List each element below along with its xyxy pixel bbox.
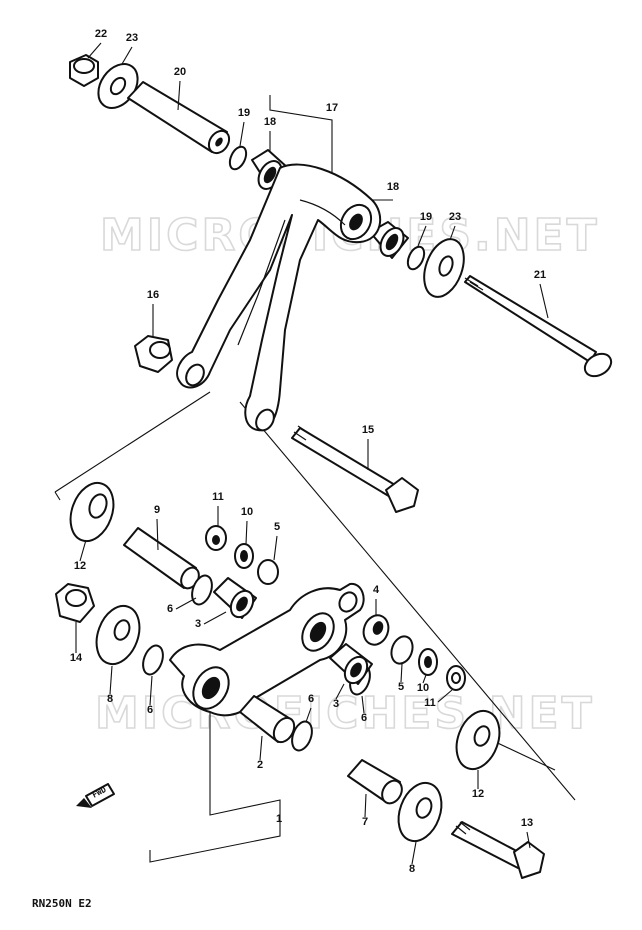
callout-c21: 21 [534,269,546,281]
callout-c13: 13 [521,817,533,829]
callout-c16: 16 [147,289,159,301]
callout-c12a: 12 [74,560,86,572]
watermark-bottom: MICROFICHES.NET [95,688,595,739]
callout-c11b: 11 [424,697,436,709]
callout-c19b: 19 [420,211,432,223]
callout-c7: 7 [362,816,368,828]
sleeve-part-2 [239,695,296,744]
callout-c2: 2 [257,759,263,771]
bolt-part-13 [451,821,545,879]
callout-c3b: 3 [333,698,339,710]
callout-c10a: 10 [241,506,253,518]
callout-c3a: 3 [195,618,201,630]
callout-c9: 9 [154,504,160,516]
collar-part-4 [362,614,390,646]
bolt-part-21 [464,275,613,378]
callout-c8b: 8 [409,863,415,875]
ring-part-6-b [142,644,164,676]
nut-part-22 [69,54,99,87]
cushion-rod-part-1 [169,582,365,717]
bearing-part-18-right [369,221,409,259]
seal-part-10-lower [418,648,438,676]
sleeve-part-20 [127,81,231,155]
seal-part-10-upper [234,543,254,569]
bearing-part-3-upper [213,577,257,619]
cushion-lever-part-17 [176,163,382,432]
callout-c18b: 18 [387,181,399,193]
callout-c6a: 6 [167,603,173,615]
sleeve-part-7 [347,759,403,805]
washer-part-8-left [95,604,141,666]
assembly-bracket-1 [149,700,281,863]
callout-c23b: 23 [449,211,461,223]
callout-c6c: 6 [361,712,367,724]
seal-part-12-left [69,481,115,543]
ring-part-19-right [406,245,426,271]
ring-part-5-lower [390,635,414,665]
callout-c11a: 11 [212,491,224,503]
bolt-part-15 [291,425,419,513]
nut-part-16 [134,335,173,373]
callout-c4: 4 [373,584,380,596]
callout-c14: 14 [70,652,83,664]
ring-part-19-top [228,145,248,171]
ring-part-6-a [191,574,213,606]
callout-c6d: 6 [308,693,314,705]
cap-part-11-upper [205,525,227,551]
callout-c22: 22 [95,28,107,40]
callout-c23a: 23 [126,32,138,44]
callout-c1: 1 [276,813,282,825]
forward-arrow-icon: FWD [76,783,115,808]
diagram-code: RN250N E2 [32,897,92,910]
washer-part-8-right [397,781,443,843]
callout-c19a: 19 [238,107,250,119]
cap-part-11-lower [446,665,466,691]
callout-c8a: 8 [107,693,113,705]
callout-c12b: 12 [472,788,484,800]
callout-c15: 15 [362,424,374,436]
callout-c17: 17 [326,102,338,114]
callout-c10b: 10 [417,682,429,694]
callout-c6b: 6 [147,704,153,716]
sleeve-part-9 [123,527,200,590]
leader-lines [75,42,549,865]
seal-part-12-right [455,709,501,771]
nut-part-14 [55,583,95,623]
washer-part-23-right [423,238,465,298]
callout-c5b: 5 [398,681,404,693]
callout-c20: 20 [174,66,186,78]
callout-c5a: 5 [274,521,280,533]
ring-part-5-upper [257,559,279,585]
bearing-part-3-lower [329,643,373,685]
callout-c18a: 18 [264,116,276,128]
